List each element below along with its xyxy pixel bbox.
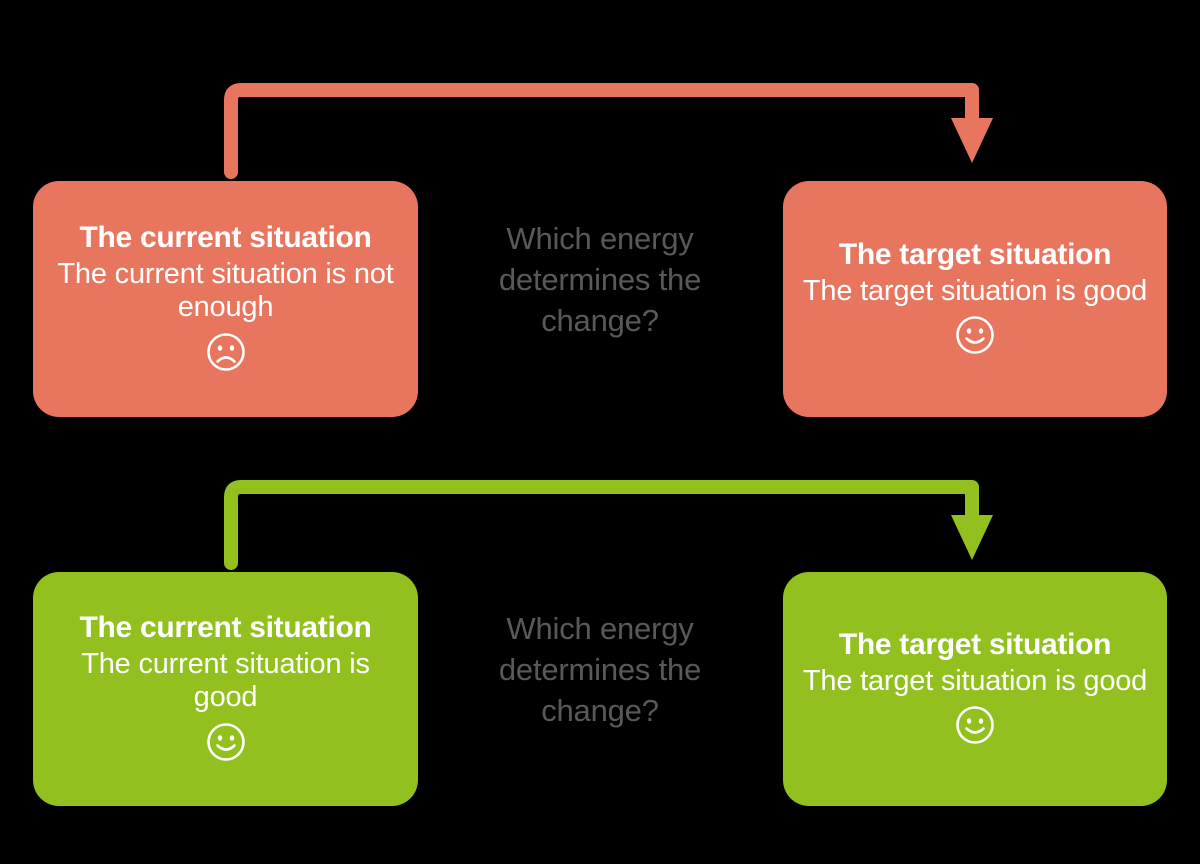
card-body: The current situation is good (81, 647, 370, 714)
arrow-head-bottom-icon (951, 515, 993, 560)
card-title: The target situation (838, 237, 1112, 271)
card-title: The current situation (79, 220, 372, 254)
question-text-top: Which energy determines the change? (498, 221, 702, 339)
card-body: The current situation is not enough (57, 257, 394, 324)
card-title: The current situation (79, 610, 372, 644)
happy-face-icon (956, 316, 994, 355)
arrow-top (224, 83, 993, 179)
arrow-head-top-icon (951, 118, 993, 163)
card-target-situation-bottom[interactable]: The target situation The target situatio… (783, 572, 1167, 806)
question-text-bottom: Which energy determines the change? (498, 611, 702, 729)
card-body: The target situation is good (802, 274, 1148, 307)
happy-face-icon (206, 723, 245, 761)
arrow-bottom (224, 480, 993, 570)
sad-face-icon (206, 333, 245, 371)
happy-face-icon (956, 706, 994, 745)
card-body: The target situation is good (802, 664, 1148, 697)
card-current-situation-top[interactable]: The current situation The current situat… (33, 181, 418, 417)
card-title: The target situation (838, 627, 1112, 661)
card-current-situation-bottom[interactable]: The current situation The current situat… (33, 572, 418, 806)
card-target-situation-top[interactable]: The target situation The target situatio… (783, 181, 1167, 417)
